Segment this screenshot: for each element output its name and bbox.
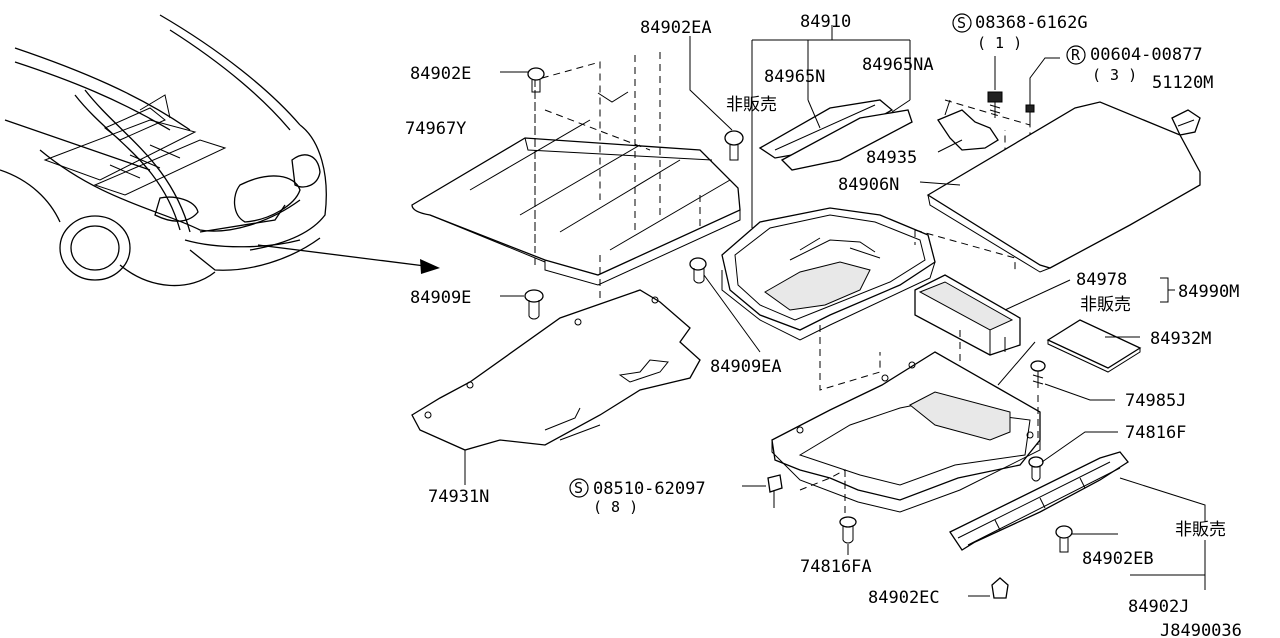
label-84909EA[interactable]: 84909EA	[710, 357, 782, 377]
label-84910[interactable]: 84910	[800, 12, 851, 32]
label-84909E[interactable]: 84909E	[410, 288, 471, 308]
part-74985J-bolt[interactable]	[1030, 360, 1115, 401]
label-84902J[interactable]: 84902J	[1128, 597, 1189, 617]
part-84902EC-clip[interactable]	[968, 577, 1009, 599]
label-84965NA[interactable]: 84965NA	[862, 55, 934, 75]
part-underfloor-tray[interactable]	[771, 341, 1041, 513]
label-51120M[interactable]: 51120M	[1152, 73, 1213, 93]
part-00604-00877-pin[interactable]	[1025, 57, 1060, 125]
part-51120M-clip[interactable]	[1171, 109, 1201, 136]
label-08510-qty: ( 8 )	[593, 498, 638, 516]
label-74816FA[interactable]: 74816FA	[800, 557, 872, 577]
part-84965NA-spacer[interactable]	[780, 99, 913, 171]
s-symbol-2: S	[574, 479, 583, 497]
part-74816F-clip[interactable]	[1028, 431, 1118, 482]
label-74816F[interactable]: 74816F	[1125, 423, 1186, 443]
label-08368-6162G[interactable]: 08368-6162G	[975, 13, 1088, 33]
s-symbol-circle-2: S	[569, 478, 589, 498]
part-74931N-floor-carpet[interactable]	[411, 289, 701, 485]
vehicle-rear-illustration	[0, 14, 440, 287]
label-00604-00877[interactable]: 00604-00877	[1090, 45, 1203, 65]
part-84902EA-clip[interactable]	[689, 36, 744, 161]
part-74967Y-floor-board[interactable]	[411, 91, 741, 286]
part-84909EA-clip[interactable]	[689, 257, 761, 353]
label-84978[interactable]: 84978	[1076, 270, 1127, 290]
label-84990M[interactable]: 84990M	[1178, 282, 1239, 302]
label-84935[interactable]: 84935	[866, 148, 917, 168]
label-bracket-84910	[751, 25, 911, 228]
label-84932M[interactable]: 84932M	[1150, 329, 1211, 349]
label-84906N[interactable]: 84906N	[838, 175, 899, 195]
label-not-for-sale-2: 非販売	[1080, 295, 1131, 315]
part-84902E-clip[interactable]	[500, 67, 545, 93]
part-84909E-clip[interactable]	[500, 289, 544, 320]
part-84935-bracket[interactable]	[937, 99, 999, 153]
label-84902EB[interactable]: 84902EB	[1082, 549, 1154, 569]
label-84902E[interactable]: 84902E	[410, 64, 471, 84]
label-84965N[interactable]: 84965N	[764, 67, 825, 87]
part-84902J-sill-plate[interactable]	[949, 451, 1206, 551]
part-84932M-lid[interactable]	[1046, 319, 1142, 373]
part-84978-box[interactable]	[914, 274, 1071, 356]
r-symbol-circle: R	[1066, 45, 1086, 65]
part-84910-spare-tray[interactable]	[721, 207, 936, 341]
label-08368-qty: ( 1 )	[977, 34, 1022, 52]
label-84902EC[interactable]: 84902EC	[868, 588, 940, 608]
label-not-for-sale-3: 非販売	[1175, 520, 1226, 540]
label-84902EA[interactable]: 84902EA	[640, 18, 712, 38]
part-74816FA-clip[interactable]	[839, 516, 857, 555]
part-08510-62097-bolt[interactable]	[742, 474, 783, 508]
s-symbol-1: S	[957, 14, 966, 32]
diagram-id: J8490036	[1160, 621, 1242, 638]
label-74931N[interactable]: 74931N	[428, 487, 489, 507]
part-84902EB-clip[interactable]	[1055, 525, 1118, 553]
s-symbol-circle-1: S	[952, 13, 972, 33]
r-symbol: R	[1071, 46, 1081, 64]
label-74985J[interactable]: 74985J	[1125, 391, 1186, 411]
label-08510-62097[interactable]: 08510-62097	[593, 479, 706, 499]
label-00604-qty: ( 3 )	[1092, 66, 1137, 84]
label-74967Y[interactable]: 74967Y	[405, 119, 466, 139]
part-08368-6162G-bolt[interactable]	[987, 56, 1003, 118]
part-84906N-board[interactable]	[919, 101, 1201, 273]
part-84965N-spacer[interactable]	[758, 99, 894, 159]
label-not-for-sale-1: 非販売	[726, 95, 777, 115]
